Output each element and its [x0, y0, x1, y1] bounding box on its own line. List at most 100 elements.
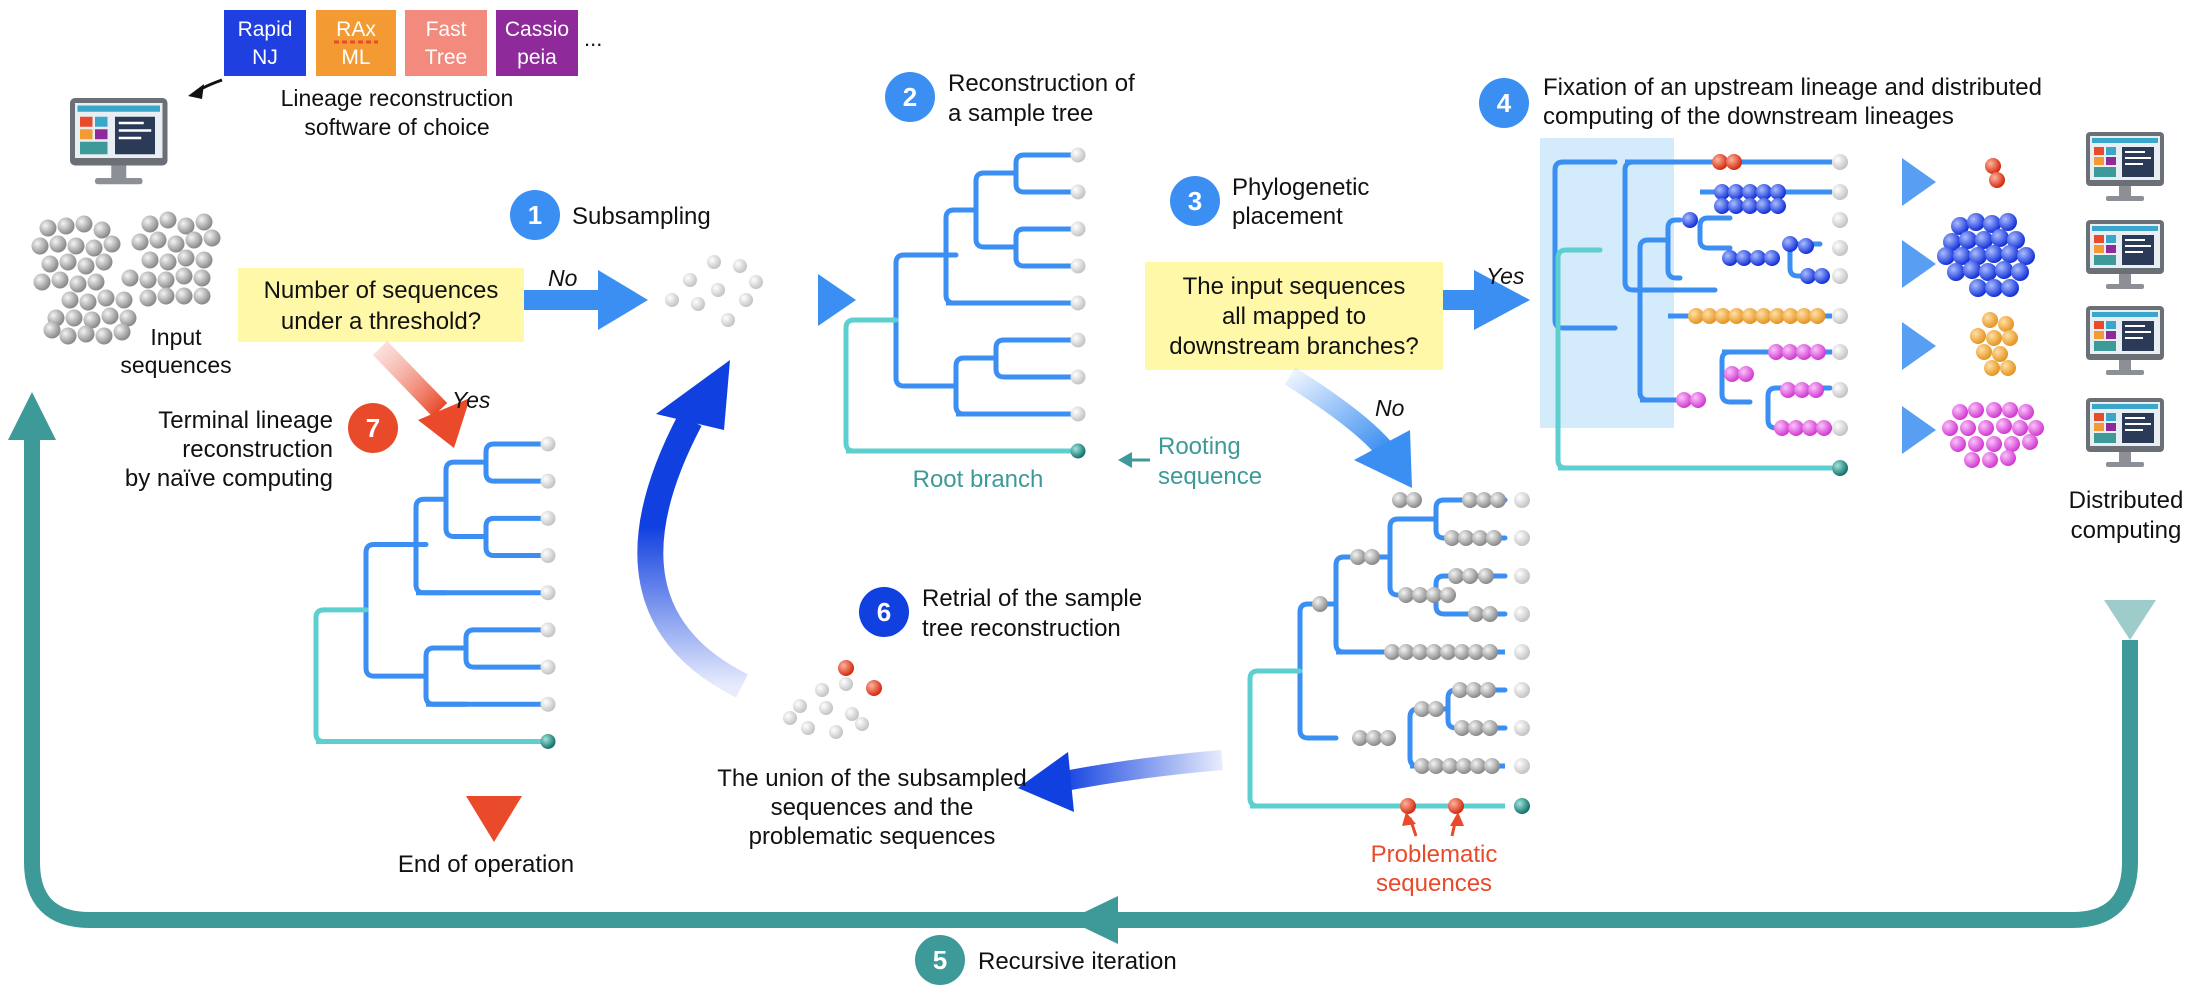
leaf-sequence — [1514, 530, 1530, 546]
root-branch-label: Root branch — [913, 466, 1044, 493]
magenta-sequence — [1968, 402, 1984, 418]
input-sequence-dot — [77, 257, 95, 275]
recursive-loop-mid-arrowhead — [1068, 896, 1118, 944]
input-sequence-dot — [77, 325, 95, 343]
blue-sequence — [1969, 247, 1987, 265]
step-7-badge — [348, 403, 398, 453]
blue-sequence — [1722, 250, 1738, 266]
subsample-cluster — [665, 255, 763, 327]
mapped-no-arrow — [1284, 367, 1393, 457]
rooting-sequence — [1070, 443, 1086, 459]
threshold-yes-arrow — [372, 341, 448, 417]
mapped-no-label: No — [1375, 395, 1405, 421]
blue-sequence — [1967, 213, 1985, 231]
leaf-sequence — [1070, 184, 1086, 200]
red-sequence — [1726, 154, 1742, 170]
leaf-sequence — [1514, 644, 1530, 660]
blue-sequence — [1814, 268, 1830, 284]
union-dot — [815, 683, 829, 697]
magenta-sequence — [1982, 452, 1998, 468]
blue-sequence — [2007, 231, 2025, 249]
leaf-sequence — [1832, 212, 1848, 228]
terminal-tree — [313, 436, 556, 749]
sequence-dot — [1392, 492, 1408, 508]
sequence-dot — [1414, 758, 1430, 774]
sequence-dot — [1412, 644, 1428, 660]
blue-sequence — [1959, 231, 1977, 249]
step-6-line2: tree reconstruction — [922, 615, 1121, 642]
svg-text:Cassio: Cassio — [505, 18, 569, 41]
downstream-arrowhead — [1902, 406, 1936, 454]
magenta-sequence — [2004, 436, 2020, 452]
blue-sequence — [1975, 231, 1993, 249]
magenta-sequence — [1952, 404, 1968, 420]
magenta-sequence — [1796, 344, 1812, 360]
sequence-dot — [1442, 758, 1458, 774]
leaf-sequence — [1832, 268, 1848, 284]
magenta-sequence — [1950, 436, 1966, 452]
input-sequence-dot — [141, 215, 159, 233]
sequence-dot — [1414, 701, 1430, 717]
sequence-dot — [1406, 492, 1422, 508]
input-sequence-dot — [121, 269, 139, 287]
union-dot — [801, 721, 815, 735]
magenta-sequence — [1774, 420, 1790, 436]
input-sequence-dot — [85, 239, 103, 257]
sequence-dot — [1462, 492, 1478, 508]
step-4-line2: computing of the downstream lineages — [1543, 103, 1954, 130]
rooting-sequence — [1514, 798, 1530, 814]
threshold-yes-label: Yes — [452, 387, 491, 413]
step-2-badge — [885, 72, 935, 122]
leaf-sequence — [540, 585, 556, 601]
software-ellipsis: ... — [584, 26, 602, 51]
svg-text:1: 1 — [528, 200, 542, 230]
blue-sequence — [1985, 279, 2003, 297]
union-dot — [783, 711, 797, 725]
union-dot — [839, 677, 853, 691]
svg-text:Fast: Fast — [426, 18, 467, 41]
tree-branch — [843, 317, 899, 454]
mapped-line2: all mapped to — [1222, 303, 1366, 330]
sequence-dot — [1454, 720, 1470, 736]
step-6-line1: Retrial of the sample — [922, 585, 1142, 612]
tree-branch — [953, 355, 999, 417]
subsample-dot — [733, 259, 747, 273]
input-sequence-dot — [157, 287, 175, 305]
input-sequence-dot — [131, 233, 149, 251]
leaf-sequence — [1070, 295, 1086, 311]
leaf-sequence — [1070, 369, 1086, 385]
subsample-dot — [739, 293, 753, 307]
magenta-sequence — [1788, 420, 1804, 436]
union-problematic-dot — [838, 660, 854, 676]
software-caption-line1: Lineage reconstruction — [281, 85, 514, 111]
magenta-sequence — [2000, 450, 2016, 466]
leaf-sequence — [1514, 720, 1530, 736]
threshold-no-label: No — [548, 265, 578, 291]
badge-fasttree: Fast Tree — [405, 10, 487, 76]
input-sequence-dot — [39, 219, 57, 237]
magenta-sequence — [2028, 420, 2044, 436]
input-sequence-dot — [159, 211, 177, 229]
tree-branch — [483, 441, 544, 484]
blue-sequence — [1983, 215, 2001, 233]
union-dot — [819, 701, 833, 715]
input-sequence-dot — [175, 287, 193, 305]
orange-sequence — [1701, 308, 1718, 324]
badge-cassiopeia: Cassio peia — [496, 10, 578, 76]
input-sequence-dot — [103, 235, 121, 253]
sequence-dot — [1462, 568, 1478, 584]
orange-sequence — [1998, 316, 2014, 332]
tree-branch — [1665, 217, 1683, 281]
magenta-sequence — [1978, 420, 1994, 436]
union-line3: problematic sequences — [749, 823, 996, 850]
rooting-line1: Rooting — [1158, 433, 1241, 460]
union-arrow — [1058, 750, 1223, 792]
orange-sequence — [1970, 328, 1986, 344]
input-sequence-dot — [149, 231, 167, 249]
input-sequence-dot — [175, 267, 193, 285]
svg-text:4: 4 — [1497, 88, 1512, 118]
union-problematic-dot — [866, 680, 882, 696]
sequence-dot — [1398, 644, 1414, 660]
blue-sequence — [1756, 184, 1772, 200]
end-label: End of operation — [398, 851, 574, 878]
